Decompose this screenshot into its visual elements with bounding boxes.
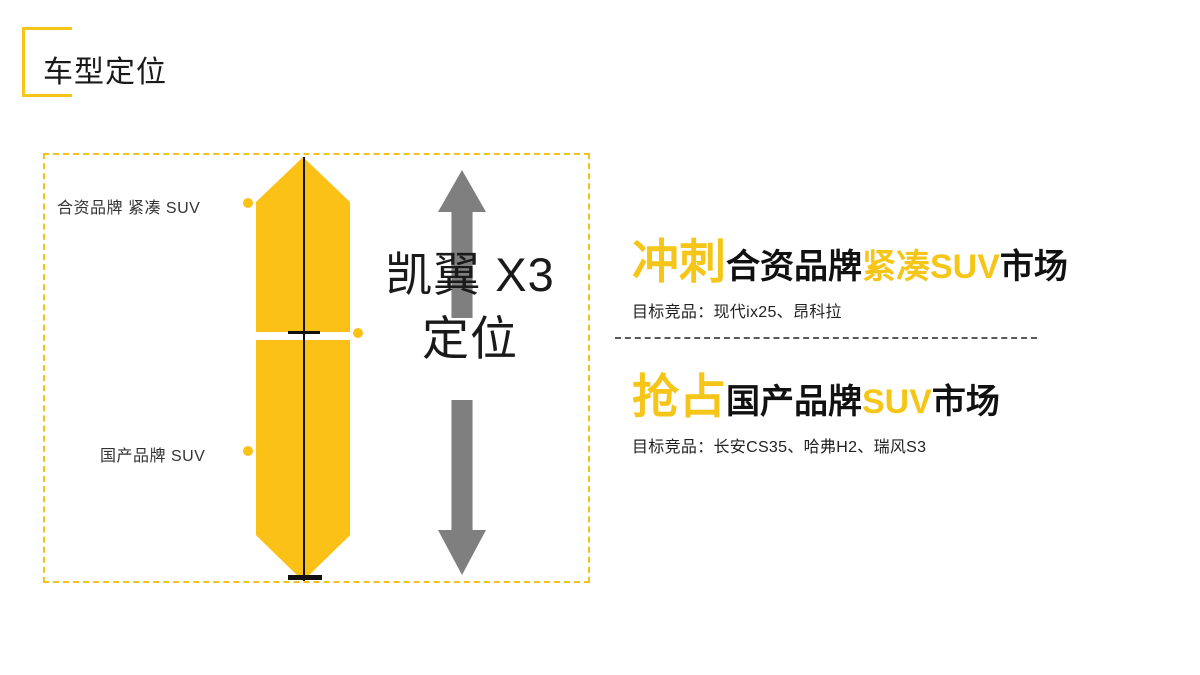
- scale-dot-middle-icon: [353, 328, 363, 338]
- vertical-axis-line: [303, 157, 305, 581]
- scale-label-bottom: 国产品牌 SUV: [100, 448, 206, 465]
- content-block-2: 抢占国产品牌SUV市场 目标竞品：长安CS35、哈弗H2、瑞风S3: [632, 373, 1102, 457]
- diagram-center-title: 凯翼 X3 定位: [365, 243, 575, 372]
- content-block-2-subtitle: 目标竞品：长安CS35、哈弗H2、瑞风S3: [632, 439, 927, 456]
- center-title-line2: 定位: [422, 312, 518, 366]
- headline-2-yellow-1: SUV: [862, 383, 932, 421]
- headline-1-dark-1: 合资品牌: [726, 248, 862, 286]
- headline-2-dark-1: 国产品牌: [726, 383, 862, 421]
- headline-1-yellow-1: 紧凑SUV: [862, 248, 1000, 286]
- axis-tick-bottom: [288, 575, 322, 580]
- scale-dot-bottom-icon: [243, 446, 253, 456]
- content-block-1-headline: 冲刺合资品牌紧凑SUV市场: [632, 238, 1102, 285]
- content-divider: [615, 337, 1037, 339]
- scale-dot-top-icon: [243, 198, 253, 208]
- diagram-dashed-frame: [43, 153, 590, 583]
- headline-2-dark-2: 市场: [931, 383, 1000, 421]
- scale-label-top: 合资品牌 紧凑 SUV: [57, 200, 201, 217]
- center-title-line1: 凯翼 X3: [385, 248, 555, 301]
- page-title: 车型定位: [43, 56, 167, 89]
- axis-tick-middle: [288, 331, 320, 334]
- headline-2-lead: 抢占: [632, 370, 726, 423]
- title-bracket-decoration: [22, 27, 72, 97]
- headline-1-lead: 冲刺: [632, 235, 726, 288]
- content-block-1-subtitle: 目标竞品：现代ix25、昂科拉: [632, 304, 842, 321]
- headline-1-dark-2: 市场: [999, 248, 1068, 286]
- content-block-1: 冲刺合资品牌紧凑SUV市场 目标竞品：现代ix25、昂科拉: [632, 238, 1102, 322]
- content-block-2-headline: 抢占国产品牌SUV市场: [632, 373, 1102, 420]
